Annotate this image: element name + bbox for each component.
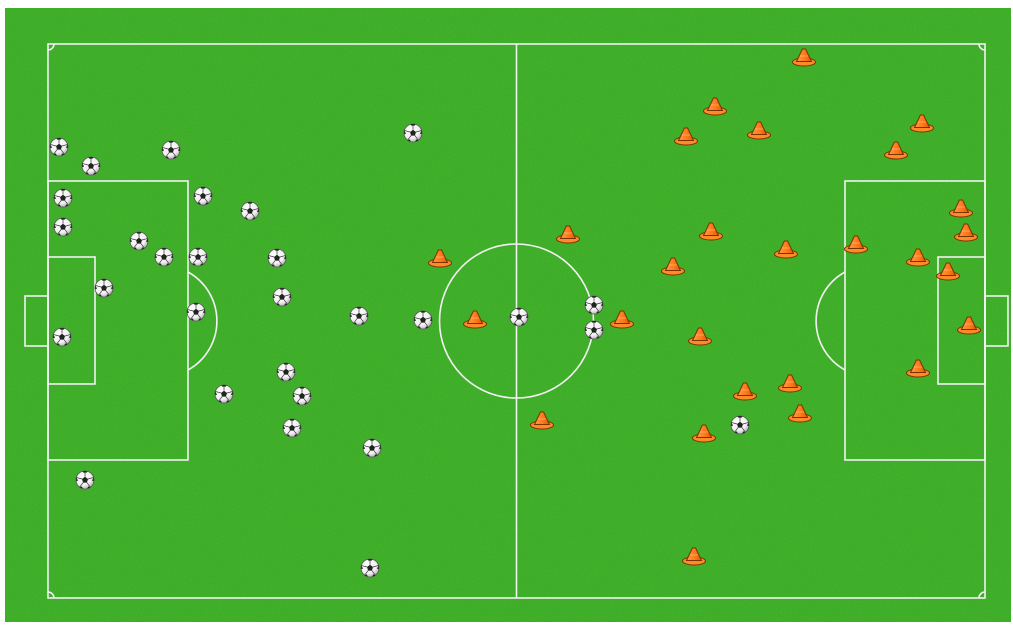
soccer-ball-icon[interactable] [130,232,148,250]
soccer-ball-icon[interactable] [350,307,368,325]
soccer-ball-icon[interactable] [215,385,233,403]
soccer-ball-icon[interactable] [53,328,71,346]
soccer-ball-icon[interactable] [361,559,379,577]
soccer-ball-icon[interactable] [76,471,94,489]
soccer-ball-icon[interactable] [585,321,603,339]
soccer-ball-icon[interactable] [414,311,432,329]
soccer-ball-icon[interactable] [731,416,749,434]
grass-texture [5,8,1011,622]
soccer-ball-icon[interactable] [510,308,528,326]
soccer-ball-icon[interactable] [82,157,100,175]
soccer-ball-icon[interactable] [54,218,72,236]
soccer-ball-icon[interactable] [404,124,422,142]
soccer-ball-icon[interactable] [241,202,259,220]
soccer-ball-icon[interactable] [277,363,295,381]
soccer-ball-icon[interactable] [363,439,381,457]
soccer-ball-icon[interactable] [162,141,180,159]
soccer-ball-icon[interactable] [189,248,207,266]
soccer-ball-icon[interactable] [283,419,301,437]
soccer-ball-icon[interactable] [293,387,311,405]
soccer-ball-icon[interactable] [273,288,291,306]
soccer-ball-icon[interactable] [585,296,603,314]
soccer-ball-icon[interactable] [187,303,205,321]
soccer-ball-icon[interactable] [50,138,68,156]
soccer-ball-icon[interactable] [54,189,72,207]
soccer-ball-icon[interactable] [95,279,113,297]
soccer-ball-icon[interactable] [155,248,173,266]
soccer-ball-icon[interactable] [268,249,286,267]
soccer-ball-icon[interactable] [194,187,212,205]
